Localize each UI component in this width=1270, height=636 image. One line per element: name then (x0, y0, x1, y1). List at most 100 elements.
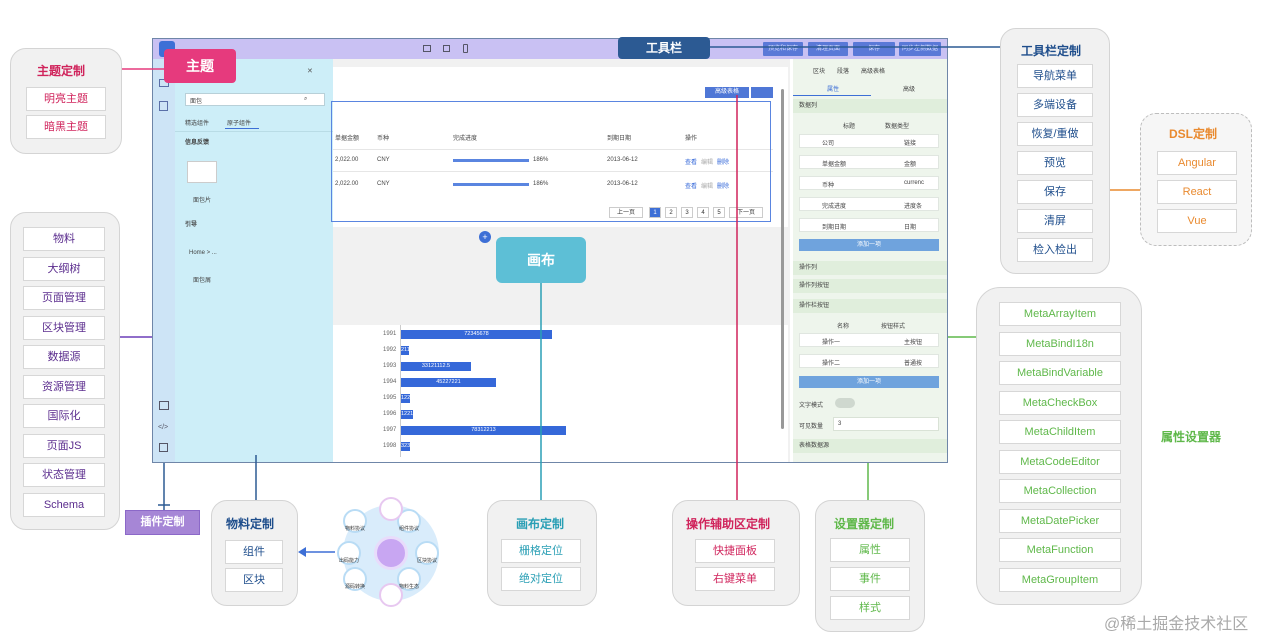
meta-item[interactable]: MetaChildItem (999, 420, 1121, 444)
page-3[interactable]: 3 (681, 207, 693, 218)
btn-row[interactable]: 操作二普通按 (799, 354, 939, 368)
page-5[interactable]: 5 (713, 207, 725, 218)
toolbar-item[interactable]: 预览 (1017, 151, 1093, 175)
plugin-item[interactable]: 大纲树 (23, 256, 105, 281)
context-menu-chip[interactable]: 右键菜单 (695, 567, 775, 591)
props-chip[interactable]: 属性 (830, 538, 910, 562)
col-row[interactable]: 到期日期日期 (799, 218, 939, 232)
block-chip[interactable]: 区块 (225, 568, 283, 592)
light-theme-chip[interactable]: 明亮主题 (26, 87, 106, 111)
meta-item[interactable]: MetaCheckBox (999, 390, 1121, 415)
page-prev[interactable]: 上一页 (609, 207, 643, 218)
plugin-item[interactable]: Schema (23, 492, 105, 517)
tab-props[interactable]: 属性 (827, 87, 840, 93)
dark-theme-chip[interactable]: 暗黑主题 (26, 115, 106, 139)
col-row[interactable]: 完成进度进度条 (799, 197, 939, 211)
add-btn-button[interactable]: 添加一项 (799, 376, 939, 388)
plugin-item[interactable]: 页面JS (23, 433, 105, 458)
btn-name: 操作二 (822, 361, 841, 367)
toolbar-item[interactable]: 恢复/重做 (1017, 122, 1093, 146)
canvas-panel-title: 画布定制 (516, 517, 565, 531)
grid-layout-chip[interactable]: 栅格定位 (501, 539, 581, 563)
meta-item[interactable]: MetaBindVariable (999, 361, 1121, 385)
toolbar-item[interactable]: 检入检出 (1017, 238, 1093, 262)
item-home[interactable]: Home > ... (189, 250, 217, 256)
op-delete[interactable]: 删除 (717, 160, 730, 166)
col-row[interactable]: 公司链接 (799, 134, 939, 148)
tab-atomic[interactable]: 原子组件 (227, 121, 252, 127)
component-chip[interactable]: 组件 (225, 540, 283, 564)
section-data-cols[interactable]: 数据列 (793, 99, 947, 113)
visible-count-input[interactable]: 3 (833, 417, 939, 431)
vue-chip[interactable]: Vue (1157, 209, 1237, 233)
events-chip[interactable]: 事件 (830, 567, 910, 591)
add-col-button[interactable]: 添加一项 (799, 239, 939, 251)
op-view[interactable]: 查看 (685, 184, 698, 190)
op-edit[interactable]: 编辑 (701, 160, 714, 166)
page-4[interactable]: 4 (697, 207, 709, 218)
canvas-scrollbar[interactable] (781, 89, 784, 429)
bug-icon[interactable] (159, 401, 169, 410)
search-input[interactable]: 面包 ⌕ (185, 93, 325, 106)
op-delete[interactable]: 删除 (717, 184, 730, 190)
meta-item[interactable]: MetaArrayItem (999, 302, 1121, 326)
page-2[interactable]: 2 (665, 207, 677, 218)
text-mode-label: 文字模式 (799, 403, 824, 409)
plugin-item[interactable]: 状态管理 (23, 463, 105, 487)
code-icon[interactable]: </> (158, 424, 169, 431)
tablet-icon[interactable] (443, 45, 450, 52)
toolbar-btn-4[interactable]: 同步左侧数据 (899, 42, 941, 56)
col-row[interactable]: 单据金额金额 (799, 155, 939, 169)
toolbar-btn-3[interactable]: 保存 (853, 42, 895, 56)
plugin-icon[interactable] (159, 443, 168, 452)
angular-chip[interactable]: Angular (1157, 151, 1237, 175)
header-amount: 单据金额 (335, 136, 360, 142)
section-op-col-btns[interactable]: 操作列按钮 (793, 279, 947, 293)
toolbar-btn-2[interactable]: 清理页面 (808, 42, 848, 56)
absolute-layout-chip[interactable]: 绝对定位 (501, 567, 581, 591)
toolbar-item[interactable]: 清屏 (1017, 209, 1093, 233)
tag-actions[interactable] (751, 87, 773, 98)
meta-item[interactable]: MetaGroupItem (999, 567, 1121, 592)
plugin-item[interactable]: 区块管理 (23, 315, 105, 340)
assist-panel-title: 操作辅助区定制 (686, 517, 771, 531)
table-tag[interactable]: 高级表格 (705, 87, 749, 98)
section-op-col[interactable]: 操作列 (793, 261, 947, 275)
group-feedback[interactable]: 信息反馈 (185, 140, 210, 146)
plugin-item[interactable]: 国际化 (23, 404, 105, 428)
meta-item[interactable]: MetaBindI18n (999, 331, 1121, 356)
btn-row[interactable]: 操作一主按钮 (799, 333, 939, 347)
page-1[interactable]: 1 (649, 207, 661, 218)
add-icon[interactable]: + (479, 231, 491, 243)
pin-icon[interactable]: ✕ (307, 68, 313, 75)
outline-icon[interactable] (159, 101, 168, 111)
section-datasource[interactable]: 表格数据源 (793, 439, 947, 453)
page-next[interactable]: 下一页 (729, 207, 763, 218)
phone-icon[interactable] (463, 44, 468, 53)
toolbar-item[interactable]: 多端设备 (1017, 93, 1093, 117)
group-guide[interactable]: 引导 (185, 222, 198, 228)
react-chip[interactable]: React (1157, 180, 1237, 204)
tab-featured[interactable]: 精选组件 (185, 121, 210, 127)
quick-panel-chip[interactable]: 快捷面板 (695, 539, 775, 563)
tab-advanced[interactable]: 高级 (903, 87, 916, 93)
plugin-item[interactable]: 数据源 (23, 345, 105, 369)
plugin-item[interactable]: 资源管理 (23, 374, 105, 399)
meta-item[interactable]: MetaDatePicker (999, 508, 1121, 533)
toolbar-item[interactable]: 保存 (1017, 180, 1093, 204)
meta-item[interactable]: MetaCodeEditor (999, 449, 1121, 474)
op-edit[interactable]: 编辑 (701, 184, 714, 190)
breadcrumb-piece-thumb[interactable] (187, 161, 217, 183)
desktop-icon[interactable] (423, 45, 431, 52)
toolbar-btn-1[interactable]: 预览和保存 (763, 42, 803, 56)
meta-item[interactable]: MetaCollection (999, 479, 1121, 503)
section-op-bar-btns[interactable]: 操作栏按钮 (793, 299, 947, 313)
styles-chip[interactable]: 样式 (830, 596, 910, 620)
text-mode-toggle[interactable] (835, 398, 855, 408)
plugin-item[interactable]: 物料 (23, 227, 105, 251)
plugin-item[interactable]: 页面管理 (23, 286, 105, 310)
toolbar-item[interactable]: 导航菜单 (1017, 64, 1093, 88)
meta-item[interactable]: MetaFunction (999, 538, 1121, 562)
op-view[interactable]: 查看 (685, 160, 698, 166)
